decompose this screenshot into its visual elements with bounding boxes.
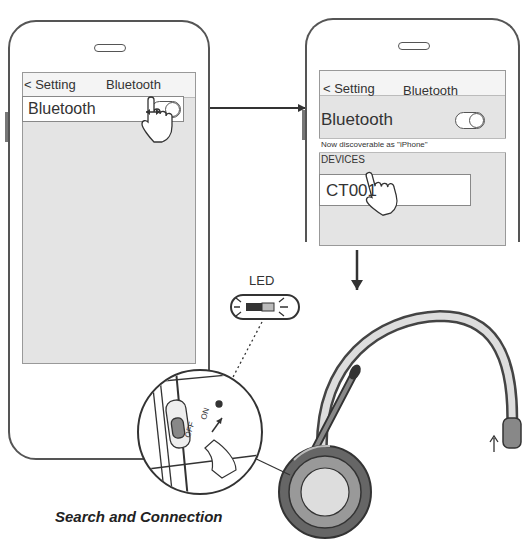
screen-text: < Setting — [323, 82, 375, 97]
flow-arrow — [356, 250, 359, 290]
hand-icon — [360, 167, 401, 218]
screen-text: < Setting — [24, 78, 76, 93]
row-label: Bluetooth — [28, 100, 96, 118]
figure-caption: Search and Connection — [55, 508, 223, 525]
toggle-switch — [455, 112, 485, 129]
speaker-slot — [398, 42, 430, 50]
zoom-circle — [120, 360, 290, 500]
screen-text: Bluetooth — [106, 78, 161, 93]
slide-arrow — [146, 109, 160, 115]
screen-text: Bluetooth — [321, 110, 393, 130]
led-indicator: LED — [230, 294, 300, 320]
part-label: LED — [249, 274, 274, 289]
phone-screen: < SettingBluetoothBluetoothNow discovera… — [305, 18, 520, 242]
headset — [279, 316, 521, 538]
screen-text: Bluetooth — [403, 84, 458, 99]
screen-text: DEVICES — [321, 154, 365, 166]
flow-arrow — [210, 107, 305, 109]
toggle-knob — [469, 113, 484, 128]
side-button — [302, 110, 305, 140]
hand-icon — [142, 97, 172, 142]
speaker-slot — [94, 44, 126, 52]
device-name: CT001 — [326, 181, 377, 201]
side-button — [5, 112, 8, 142]
screen-text: Now discoverable as "iPhone" — [321, 140, 428, 149]
led-icon — [232, 296, 298, 318]
